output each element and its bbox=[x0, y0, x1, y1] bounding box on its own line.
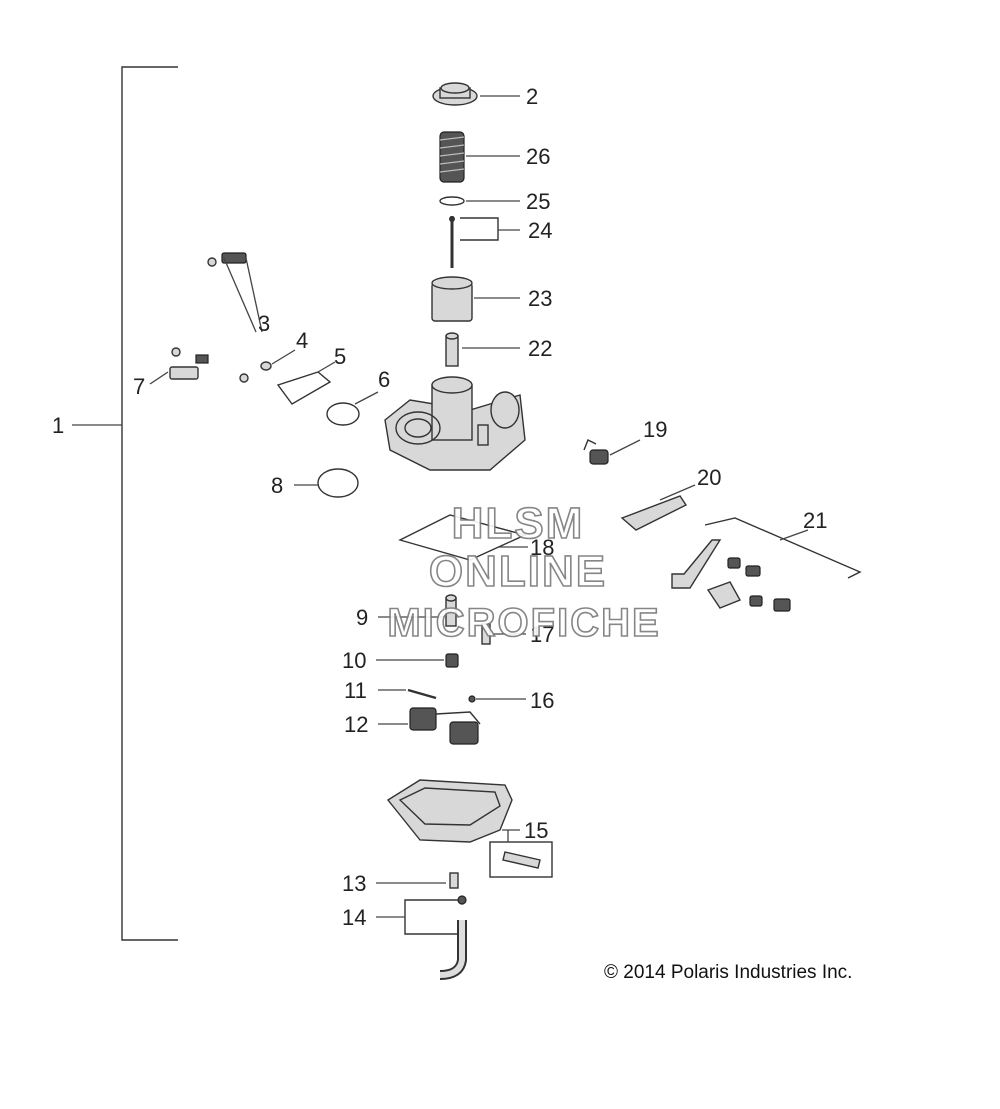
label-2: 2 bbox=[526, 84, 538, 109]
label-11: 11 bbox=[344, 678, 367, 703]
label-23: 23 bbox=[528, 286, 552, 311]
part-spring bbox=[439, 131, 520, 183]
label-7: 7 bbox=[133, 374, 145, 399]
copyright-text: © 2014 Polaris Industries Inc. bbox=[604, 962, 852, 983]
label-18: 18 bbox=[530, 535, 554, 560]
label-3: 3 bbox=[258, 311, 270, 336]
part-return-spring bbox=[583, 439, 641, 465]
label-12: 12 bbox=[344, 712, 368, 737]
label-10: 10 bbox=[342, 648, 366, 673]
part-inlet-o-ring bbox=[294, 468, 359, 498]
label-20: 20 bbox=[697, 465, 721, 490]
part-needle-jet bbox=[445, 332, 520, 367]
label-17: 17 bbox=[530, 622, 554, 647]
part-drain-screw bbox=[376, 872, 459, 889]
label-8: 8 bbox=[271, 473, 283, 498]
assembly-bracket bbox=[72, 66, 178, 941]
label-14: 14 bbox=[342, 905, 366, 930]
watermark-line-2: ONLINE bbox=[429, 547, 607, 596]
part-float-pin bbox=[378, 688, 437, 700]
label-19: 19 bbox=[643, 417, 667, 442]
part-carburetor-body bbox=[384, 376, 526, 471]
label-21: 21 bbox=[803, 508, 827, 533]
label-5: 5 bbox=[334, 344, 346, 369]
watermark-line-1: HLSM bbox=[452, 499, 585, 548]
label-9: 9 bbox=[356, 605, 368, 630]
part-air-screw-assembly bbox=[149, 347, 209, 385]
part-pilot-screw bbox=[207, 252, 263, 333]
part-throttle-slide bbox=[431, 276, 520, 322]
part-float-bowl bbox=[386, 779, 520, 843]
watermark-line-3: MICROFICHE bbox=[387, 601, 660, 645]
part-bowl-gasket bbox=[398, 514, 528, 561]
part-cable-bracket-kit bbox=[671, 517, 862, 612]
label-4: 4 bbox=[296, 328, 308, 353]
label-26: 26 bbox=[526, 144, 550, 169]
label-6: 6 bbox=[378, 367, 390, 392]
label-13: 13 bbox=[342, 871, 366, 896]
part-main-jet bbox=[378, 594, 457, 627]
part-cover-gasket bbox=[276, 361, 336, 405]
part-jet-nut bbox=[376, 653, 459, 668]
label-22: 22 bbox=[528, 336, 552, 361]
part-drain-screw-kit bbox=[489, 830, 553, 878]
label-1: 1 bbox=[52, 413, 64, 438]
part-cap bbox=[432, 82, 520, 106]
label-16: 16 bbox=[530, 688, 554, 713]
part-clip bbox=[439, 196, 520, 206]
part-plug bbox=[239, 349, 296, 383]
part-throttle-lever bbox=[620, 484, 696, 531]
watermark: HLSM ONLINE MICROFICHE bbox=[387, 498, 660, 646]
part-float bbox=[378, 707, 481, 745]
part-drain-hose bbox=[376, 895, 467, 980]
label-25: 25 bbox=[526, 189, 550, 214]
part-labels: 1 2 3 4 5 6 7 8 9 10 11 12 13 14 15 16 1… bbox=[52, 84, 827, 930]
part-pilot-jet bbox=[481, 623, 526, 645]
label-15: 15 bbox=[524, 818, 548, 843]
label-24: 24 bbox=[528, 218, 552, 243]
part-jet-needle bbox=[449, 216, 520, 268]
part-o-ring bbox=[326, 391, 379, 426]
part-float-needle bbox=[468, 695, 526, 703]
